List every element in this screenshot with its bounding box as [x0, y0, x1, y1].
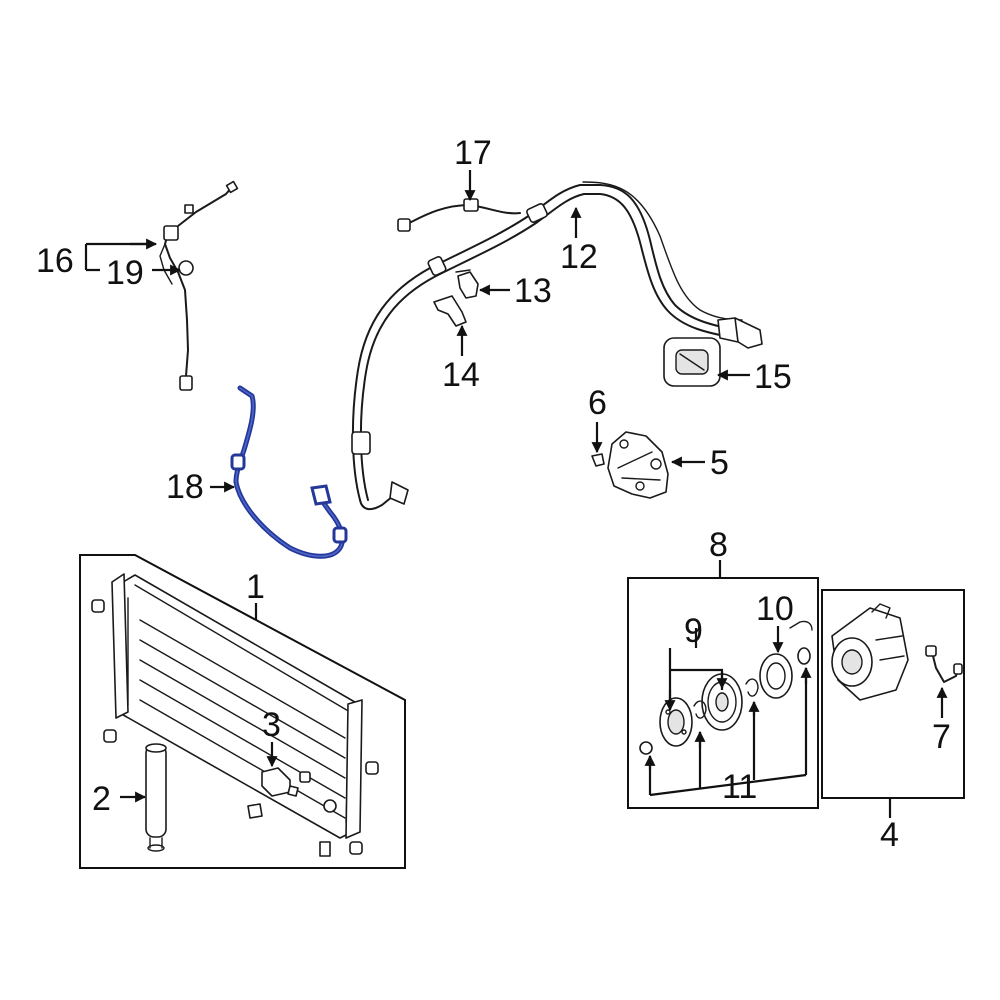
receiver-drier[interactable]	[145, 743, 167, 852]
suction-hose-assembly[interactable]	[351, 181, 763, 511]
snap-rings[interactable]	[639, 647, 811, 755]
compressor-panel	[821, 589, 965, 799]
bracket-bolt[interactable]	[591, 453, 605, 467]
hose-bracket[interactable]	[433, 295, 467, 327]
field-coil[interactable]	[759, 620, 813, 699]
condenser-panel	[79, 554, 406, 869]
callout-14: 14	[442, 356, 480, 394]
callout-10: 10	[756, 590, 794, 628]
compressor[interactable]	[831, 603, 909, 701]
leader-lines	[84, 170, 948, 818]
callout-2: 2	[92, 780, 111, 818]
callout-15: 15	[754, 358, 792, 396]
callout-17: 17	[454, 134, 492, 172]
callout-13: 13	[514, 272, 552, 310]
condenser[interactable]	[91, 573, 379, 855]
callout-16: 16	[36, 242, 74, 280]
clutch-panel	[627, 577, 819, 809]
callout-7: 7	[932, 718, 951, 756]
drier-bracket[interactable]	[247, 767, 331, 857]
harness-assembly[interactable]	[159, 180, 239, 391]
callout-11: 11	[722, 768, 757, 806]
grommet[interactable]	[663, 337, 721, 387]
callout-19: 19	[106, 254, 144, 292]
callout-labels: 1 2 3 4 5 6 7 8 9 10 11 12 13 14 15 16 1…	[36, 134, 951, 854]
callout-18: 18	[166, 468, 204, 506]
callout-1: 1	[246, 568, 265, 606]
compressor-bracket[interactable]	[607, 431, 669, 499]
callout-8: 8	[709, 526, 728, 564]
callout-5: 5	[710, 444, 729, 482]
callout-4: 4	[880, 816, 899, 854]
hose-clamp[interactable]	[455, 269, 479, 299]
clutch-hub[interactable]	[659, 697, 693, 747]
discharge-hose[interactable]	[230, 385, 348, 559]
callout-6: 6	[588, 384, 607, 422]
callout-9: 9	[684, 612, 703, 650]
callout-12: 12	[560, 238, 598, 276]
condenser-fins	[139, 619, 346, 819]
callout-3: 3	[262, 706, 281, 744]
compressor-harness[interactable]	[925, 645, 963, 683]
